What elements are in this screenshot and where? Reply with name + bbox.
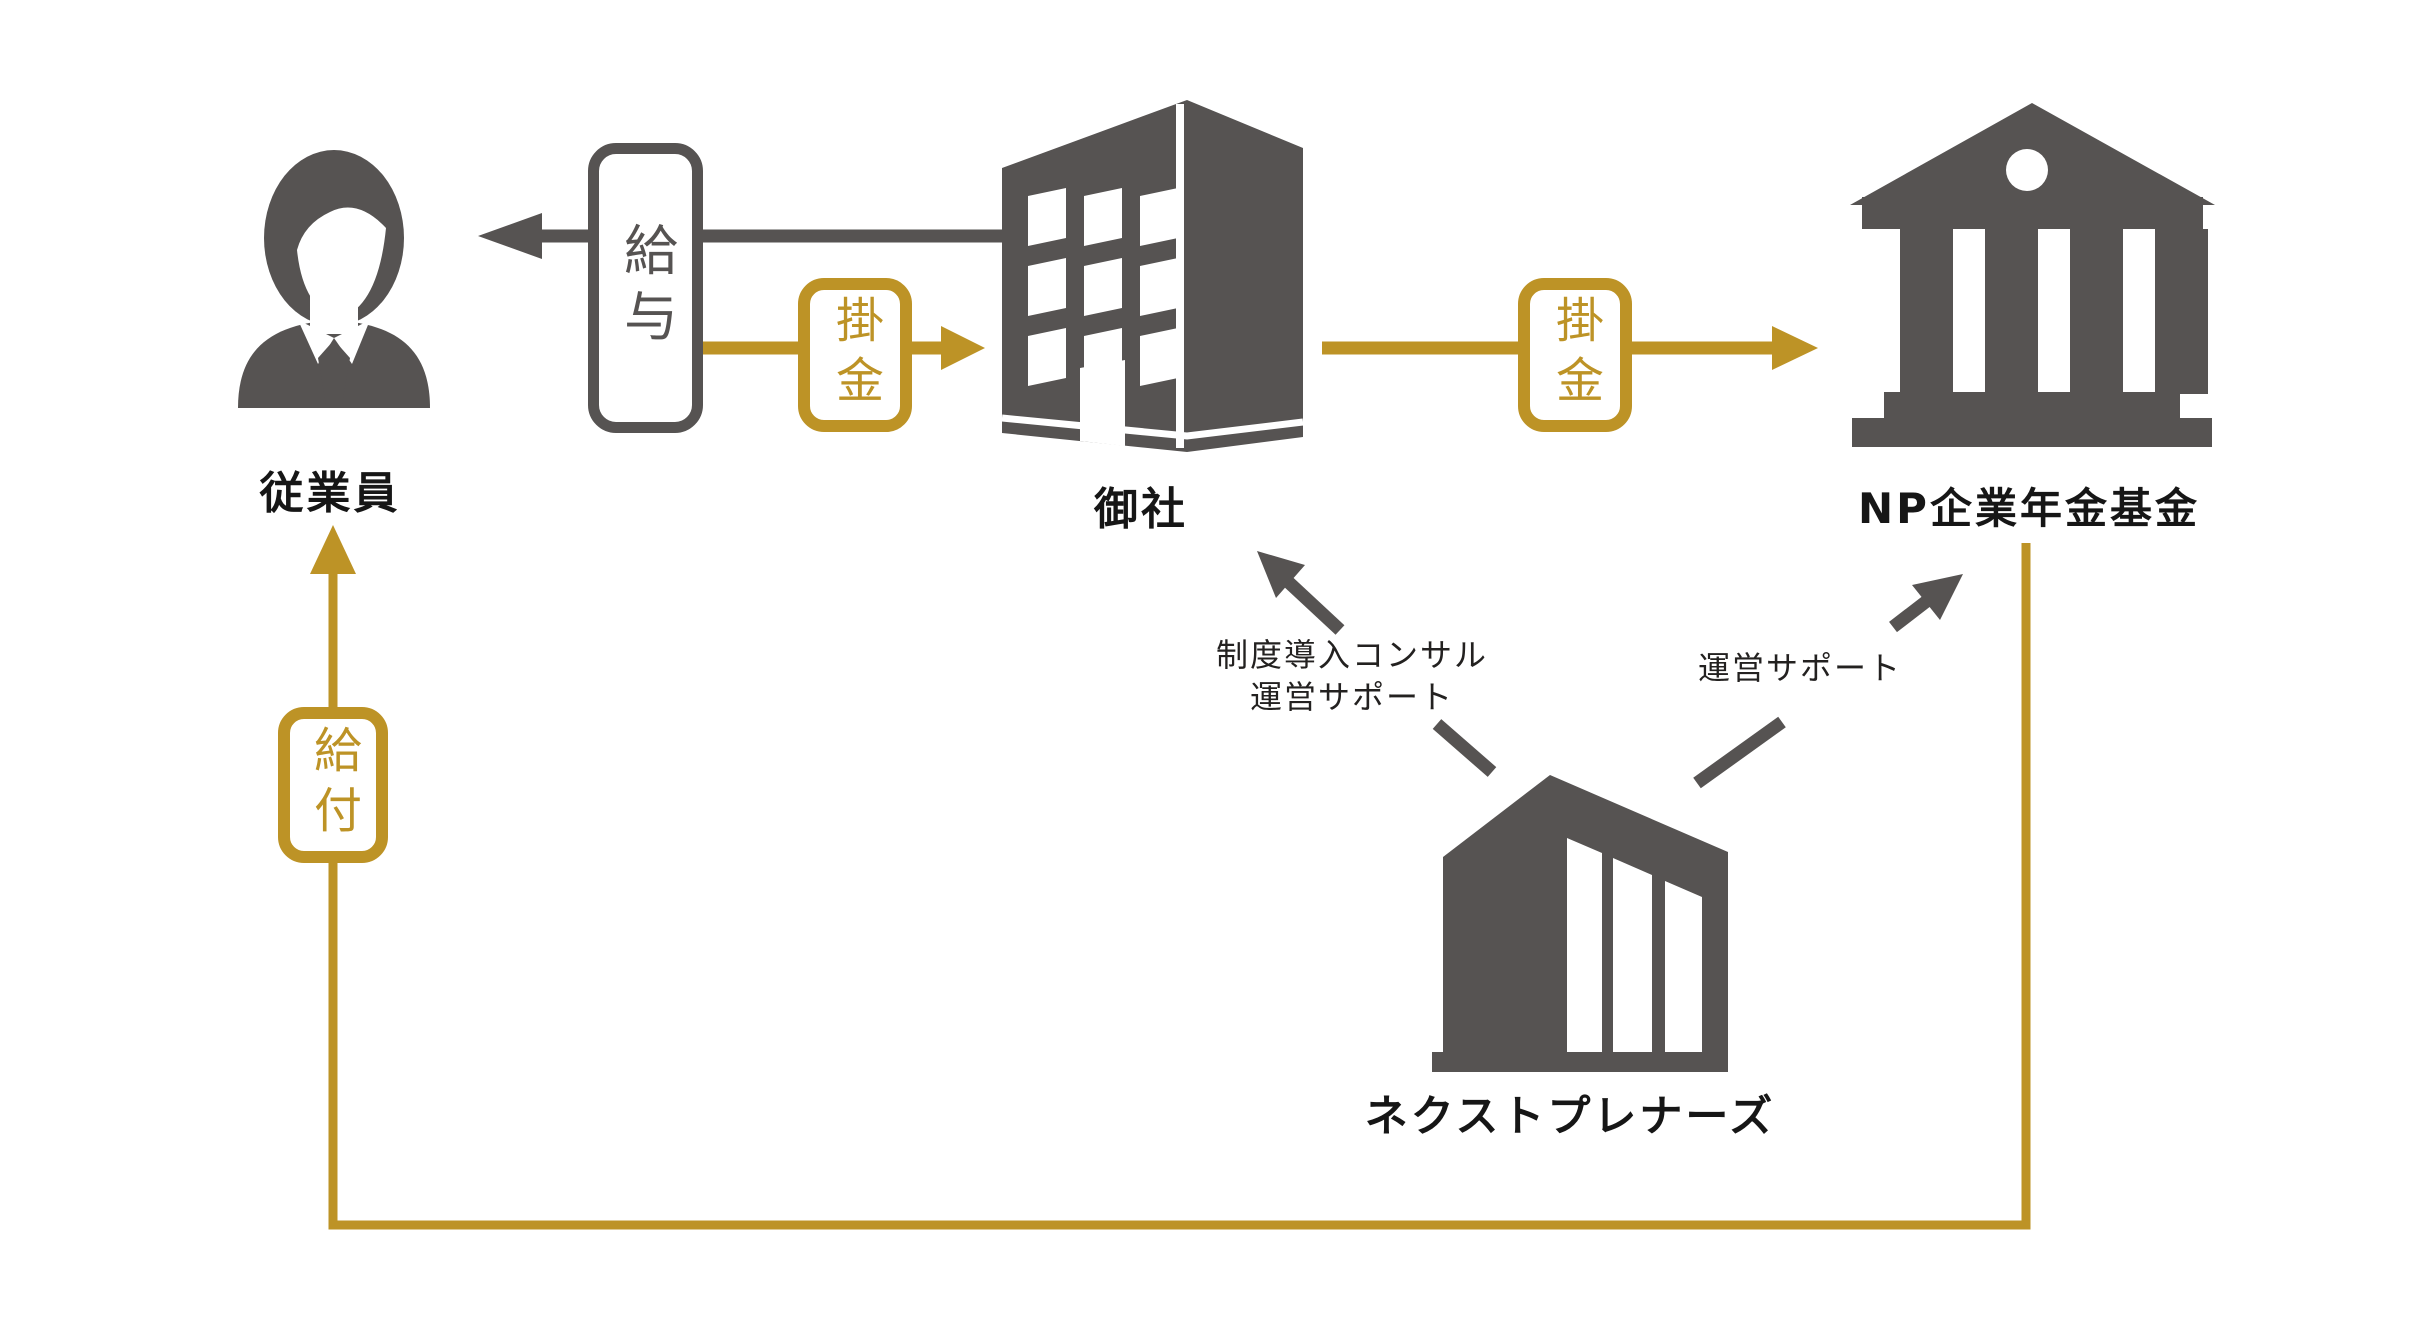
nextpreneurs-label: ネクストプレナーズ <box>1364 1092 1776 1142</box>
salary-box-label: 給与 <box>614 222 678 354</box>
consulting-annotation-line2: 運営サポート <box>1249 678 1454 716</box>
salary-arrow <box>478 213 1005 259</box>
pension-fund-label: NP企業年金基金 <box>1858 484 2200 533</box>
consulting-arrow <box>1257 551 1497 777</box>
benefit-box-label: 給付 <box>305 725 361 845</box>
consulting-annotation: 制度導入コンサル 運営サポート <box>1152 634 1552 718</box>
operation-support-arrow <box>1693 574 1963 789</box>
company-label: 御社 <box>1094 484 1188 535</box>
nextpreneurs-building-icon <box>1432 775 1728 1072</box>
benefit-box: 給付 <box>278 707 388 863</box>
employee-person-icon <box>238 150 430 408</box>
company-building-icon <box>1001 100 1304 452</box>
contribution-box-right: 掛金 <box>1518 278 1632 432</box>
salary-box: 給与 <box>588 143 703 433</box>
contribution-box-left: 掛金 <box>798 278 912 432</box>
contribution-box-left-label: 掛金 <box>827 295 883 415</box>
operation-support-annotation: 運営サポート <box>1697 649 1902 687</box>
employee-label: 従業員 <box>259 468 401 519</box>
benefit-flow-line <box>310 525 2031 1230</box>
consulting-annotation-line1: 制度導入コンサル <box>1215 636 1488 674</box>
contribution-box-right-label: 掛金 <box>1547 295 1603 415</box>
pension-fund-bank-icon <box>1850 103 2215 447</box>
